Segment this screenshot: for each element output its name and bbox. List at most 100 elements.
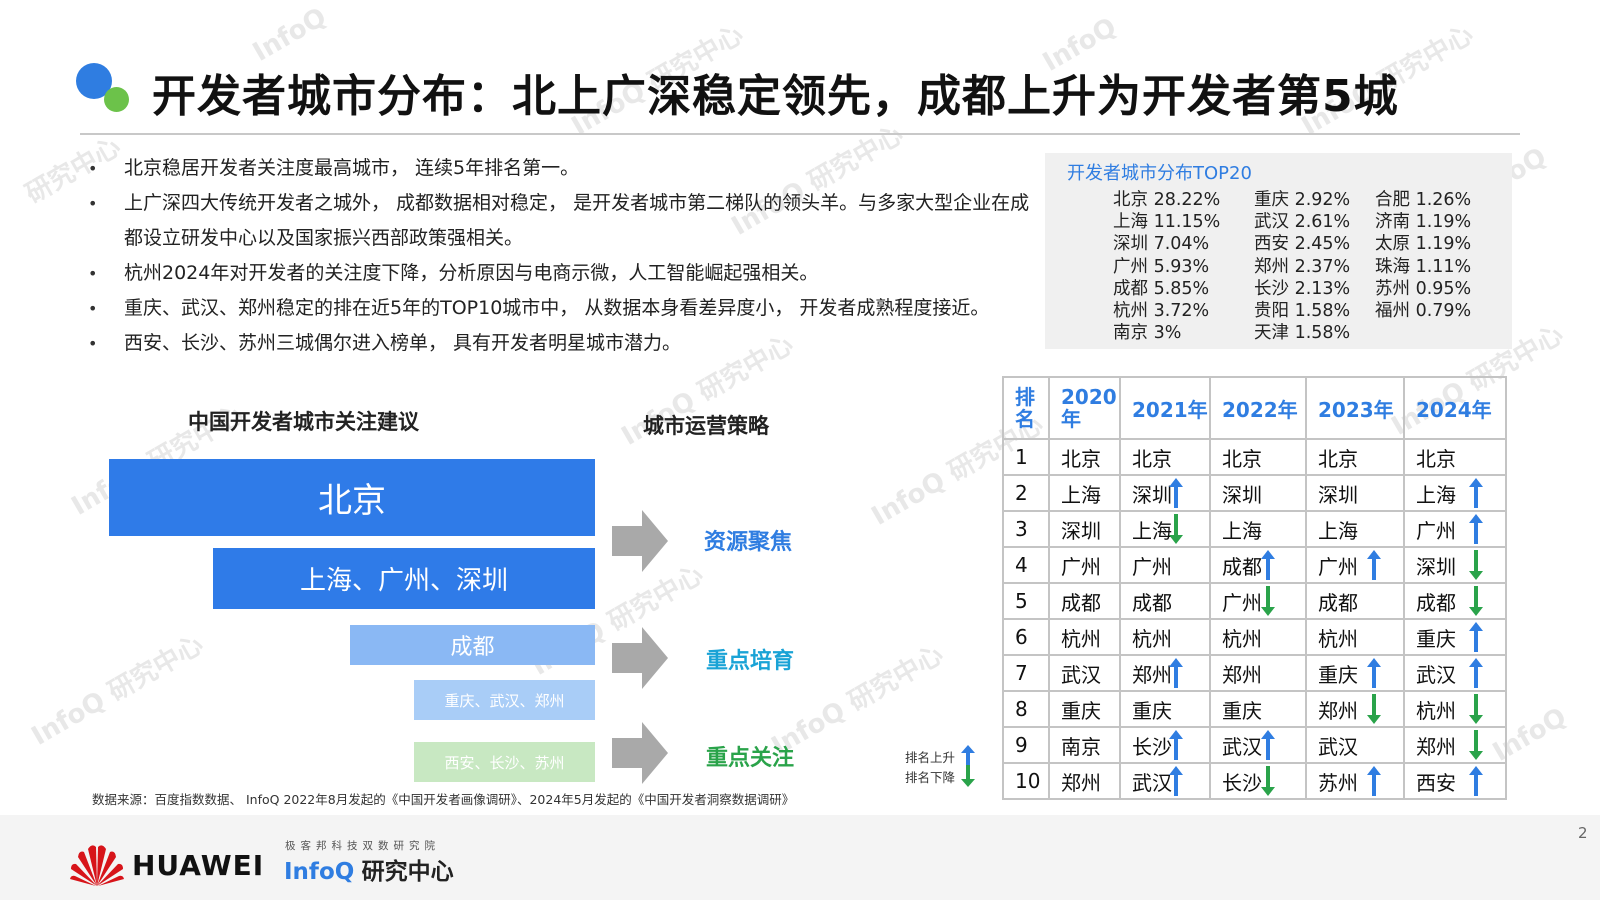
city-name: 武汉 (1416, 662, 1456, 687)
arrow-up-icon (1367, 550, 1381, 585)
bullet-item: 杭州2024年对开发者的关注度下降，分析原因与电商示微，人工智能崛起强相关。 (88, 256, 1048, 291)
top20-item: 西安 2.45% (1254, 234, 1351, 255)
top20-item: 太原 1.19% (1375, 234, 1472, 255)
arrow-down-icon (1469, 730, 1483, 765)
city-name: 北京 (1222, 446, 1262, 471)
city-name: 成都 (1132, 590, 1172, 615)
city-cell: 苏州 (1305, 762, 1405, 801)
city-name: 广州 (1416, 518, 1456, 543)
arrow-right-icon (612, 510, 668, 572)
page-number: 2 (1578, 824, 1588, 842)
huawei-brand: HUAWEI (132, 849, 265, 882)
top20-item: 长沙 2.13% (1254, 278, 1351, 299)
city-name: 郑州 (1416, 734, 1456, 759)
top20-item: 北京 28.22% (1113, 190, 1221, 210)
top20-item: 合肥 1.26% (1375, 190, 1472, 210)
huawei-logo-icon (70, 845, 124, 886)
rank-cell: 10 (1002, 762, 1050, 800)
legend-up-label: 排名上升 (905, 749, 956, 765)
city-cell: 深圳 (1048, 510, 1121, 548)
top20-item: 贵阳 1.58% (1254, 301, 1351, 322)
header-year: 2022年 (1209, 376, 1307, 440)
city-cell: 武汉 (1403, 654, 1507, 693)
strategy-item: 重点关注 (706, 746, 795, 771)
strategy-item: 资源聚焦 (704, 530, 793, 555)
top20-item: 上海 11.15% (1113, 212, 1221, 233)
legend-up: 排名上升 (905, 745, 976, 767)
city-name: 杭州 (1061, 626, 1101, 651)
top20-column: 合肥 1.26% 济南 1.19% 太原 1.19% 珠海 1.11% 苏州 0… (1375, 189, 1471, 322)
city-cell: 上海 (1119, 510, 1211, 548)
city-name: 武汉 (1132, 770, 1172, 795)
city-cell: 武汉 (1048, 654, 1121, 692)
rank-cell: 4 (1002, 546, 1050, 584)
city-name: 上海 (1318, 518, 1358, 543)
pyramid-level-5: 西安、长沙、苏州 (414, 742, 595, 782)
city-cell: 深圳 (1305, 474, 1405, 512)
header-rank: 排名 (1002, 376, 1050, 440)
city-cell: 重庆 (1305, 654, 1405, 693)
city-name: 武汉 (1061, 662, 1101, 687)
city-name: 重庆 (1132, 698, 1172, 723)
pyramid-level-2: 上海、广州、深圳 (213, 548, 595, 609)
city-name: 北京 (1416, 446, 1456, 471)
city-name: 杭州 (1132, 626, 1172, 651)
green-dot-icon (104, 87, 129, 112)
top20-item: 珠海 1.11% (1375, 256, 1472, 277)
arrow-up-icon (1469, 514, 1483, 549)
data-source-note: 数据来源：百度指数数据、 InfoQ 2022年8月发起的《中国开发者画像调研》… (92, 792, 795, 807)
top20-item: 南京 3% (1113, 323, 1182, 344)
city-cell: 北京 (1305, 438, 1405, 476)
city-cell: 广州 (1119, 546, 1211, 584)
arrow-up-icon (1261, 730, 1275, 765)
city-name: 上海 (1222, 518, 1262, 543)
city-name: 长沙 (1222, 770, 1262, 795)
city-name: 杭州 (1222, 626, 1262, 651)
bullet-item: 上广深四大传统开发者之城外， 成都数据相对稳定， 是开发者城市第二梯队的领头羊。… (88, 186, 1048, 256)
header-year: 2023年 (1305, 376, 1405, 440)
city-cell: 成都 (1305, 582, 1405, 620)
city-cell: 长沙 (1119, 726, 1211, 764)
infoq-cn-name: 研究中心 (361, 859, 454, 885)
city-cell: 成都 (1048, 582, 1121, 620)
city-cell: 成都 (1209, 546, 1307, 584)
arrow-up-icon (1367, 658, 1381, 693)
city-name: 深圳 (1222, 482, 1262, 507)
arrow-up-icon (1367, 766, 1381, 801)
arrow-down-icon (1469, 550, 1483, 585)
city-cell: 北京 (1048, 438, 1121, 476)
city-cell: 深圳 (1209, 474, 1307, 512)
city-name: 北京 (1132, 446, 1172, 471)
top20-column: 北京 28.22% 上海 11.15% 深圳 7.04% 广州 5.93% 成都… (1113, 189, 1220, 344)
city-cell: 成都 (1119, 582, 1211, 620)
top20-item: 郑州 2.37% (1254, 256, 1351, 277)
arrow-up-icon (1469, 622, 1483, 657)
footer-bar (0, 815, 1600, 900)
city-name: 成都 (1416, 590, 1456, 615)
arrow-down-icon (1261, 766, 1275, 801)
city-cell: 上海 (1305, 510, 1405, 548)
arrow-down-icon (961, 765, 976, 787)
city-name: 郑州 (1061, 770, 1101, 795)
city-name: 武汉 (1318, 734, 1358, 759)
arrow-down-icon (1469, 586, 1483, 621)
arrow-up-icon (1469, 658, 1483, 693)
city-cell: 北京 (1209, 438, 1307, 476)
city-cell: 杭州 (1305, 618, 1405, 656)
legend-down: 排名下降 (905, 765, 976, 787)
top20-item: 重庆 2.92% (1254, 190, 1351, 210)
top20-item: 成都 5.85% (1113, 278, 1210, 299)
city-cell: 杭州 (1403, 690, 1507, 728)
bullet-item: 北京稳居开发者关注度最高城市， 连续5年排名第一。 (88, 151, 1048, 186)
city-name: 广州 (1318, 554, 1358, 579)
city-name: 成都 (1222, 554, 1262, 579)
top20-column: 重庆 2.92% 武汉 2.61% 西安 2.45% 郑州 2.37% 长沙 2… (1254, 189, 1350, 344)
city-cell: 成都 (1403, 582, 1507, 621)
infoq-name: InfoQ (284, 859, 355, 885)
infoq-logo: InfoQ 研究中心 (284, 852, 454, 886)
city-cell: 杭州 (1209, 618, 1307, 656)
